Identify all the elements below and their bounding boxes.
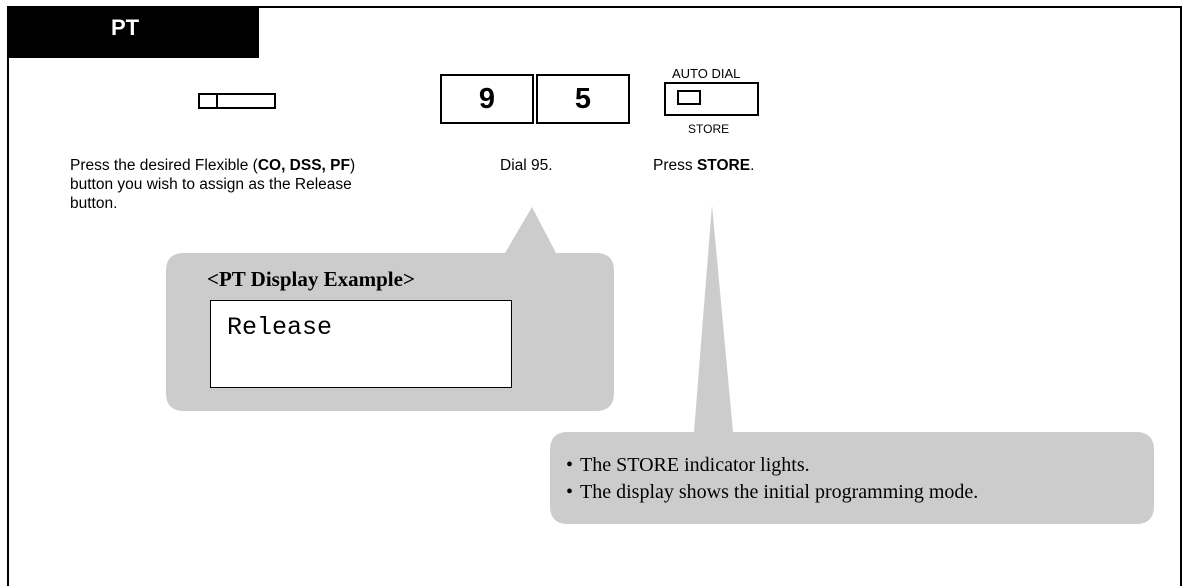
- page-frame: [7, 6, 1182, 586]
- store-button[interactable]: [664, 82, 759, 116]
- step2-description: Dial 95.: [500, 157, 553, 174]
- step1-text-bold: CO, DSS, PF: [257, 157, 350, 174]
- step1-text-b: ) button you wish to assign as the Relea…: [70, 157, 356, 212]
- step3-description: Press STORE.: [653, 156, 754, 175]
- step1-text-a: Press the desired Flexible (: [70, 157, 258, 174]
- flexible-button-icon[interactable]: [198, 93, 276, 109]
- step3-text-bold: STORE: [696, 157, 751, 174]
- section-tab-label: PT: [111, 15, 140, 40]
- display-example-title: <PT Display Example>: [207, 267, 415, 291]
- step3-text-a: Press: [653, 157, 697, 174]
- step3-text-b: .: [750, 157, 755, 174]
- dial-key-9[interactable]: 9: [440, 74, 534, 124]
- section-tab: PT: [8, 6, 259, 58]
- store-notes-callout: [550, 205, 1154, 524]
- flexible-button-led-divider: [216, 95, 218, 107]
- store-label: STORE: [688, 122, 730, 136]
- auto-dial-label: AUTO DIAL: [672, 66, 741, 81]
- store-notes-list: The STORE indicator lights. The display …: [566, 452, 978, 506]
- pt-display-screen: Release: [210, 300, 512, 388]
- note-item: The display shows the initial programmin…: [566, 479, 978, 506]
- note-item: The STORE indicator lights.: [566, 452, 978, 479]
- pt-display-text: Release: [227, 313, 333, 342]
- step1-description: Press the desired Flexible (CO, DSS, PF)…: [70, 156, 390, 213]
- dial-key-5[interactable]: 5: [536, 74, 630, 124]
- store-indicator-icon: [677, 90, 701, 105]
